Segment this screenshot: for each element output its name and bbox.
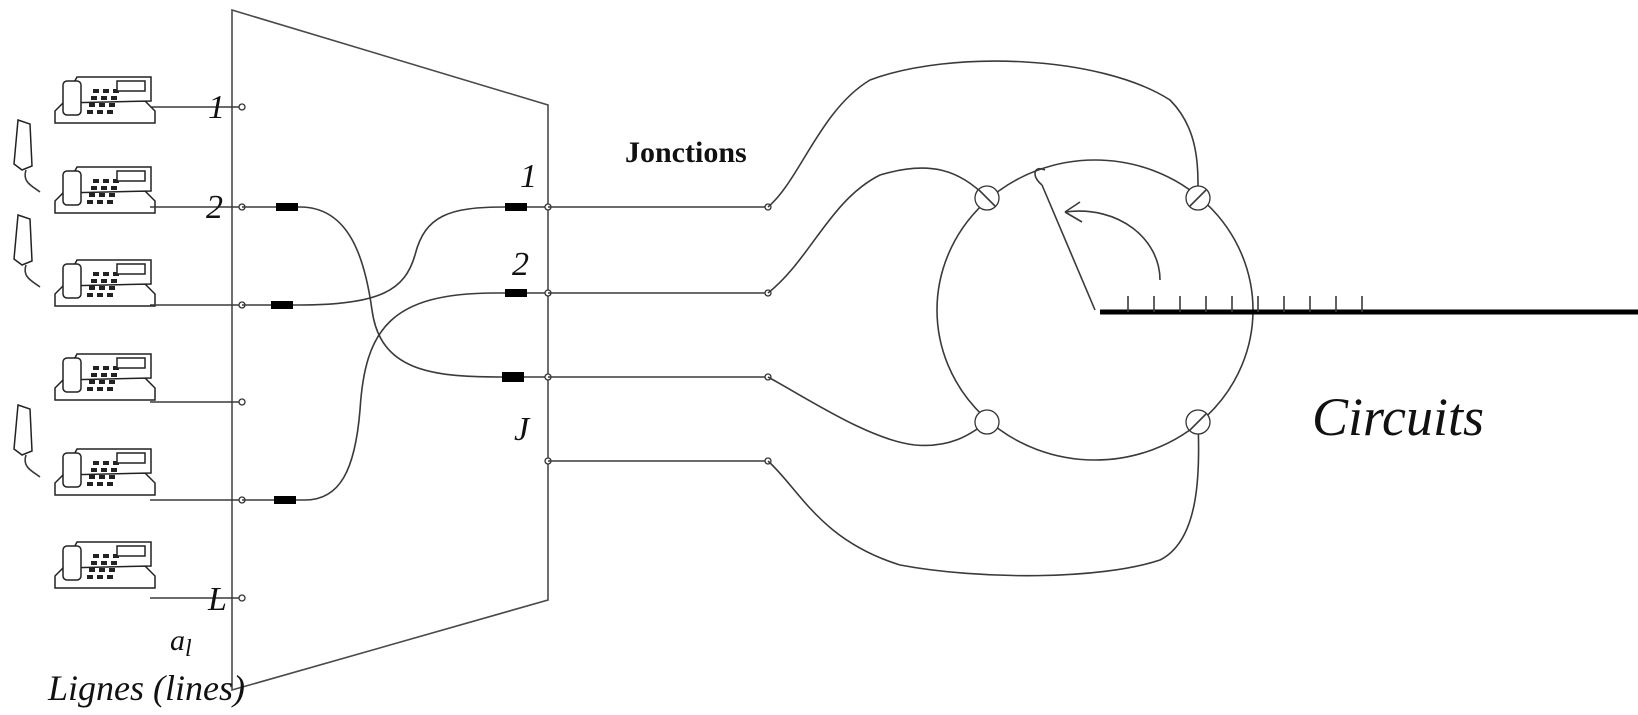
a1-sub: l (185, 636, 192, 662)
line-number-L: L (207, 581, 227, 618)
circuits-label: Circuits (1312, 387, 1484, 447)
circuit-bar (1100, 296, 1638, 315)
junction-number-1: 1 (520, 158, 537, 195)
switch-frame (231, 8, 549, 692)
junction-number-J: J (514, 411, 531, 448)
junction-curves (767, 60, 1200, 577)
junction-lines (548, 203, 772, 465)
telephone-icon (54, 448, 156, 496)
lines-label: Lignes (lines) (47, 668, 245, 708)
telephone-icon (54, 353, 156, 401)
a1-label: al (170, 624, 192, 662)
handset-icon (13, 119, 41, 193)
a1-main: a (170, 624, 185, 657)
telephone-icon (54, 76, 156, 124)
telephone-icon (54, 541, 156, 589)
handset-icon (13, 214, 41, 288)
line-number-2: 2 (206, 189, 223, 226)
telephone-icon (54, 259, 156, 307)
patch-cords (242, 203, 548, 504)
line-stubs (150, 106, 242, 599)
junctions-label: Jonctions (625, 136, 747, 169)
telephone-icon (54, 166, 156, 214)
handset-icon (13, 404, 41, 478)
line-number-1: 1 (208, 89, 225, 126)
line-terminals (238, 103, 246, 602)
selector-arm (1034, 167, 1161, 311)
junction-number-2: 2 (512, 246, 529, 283)
